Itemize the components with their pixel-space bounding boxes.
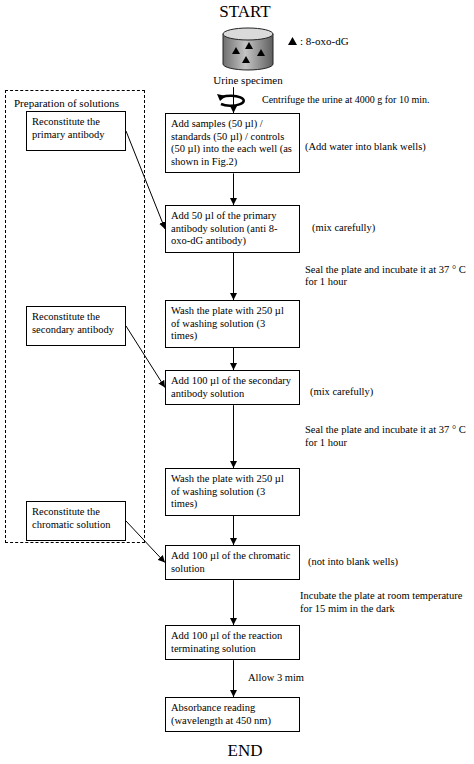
terminal-label: END: [200, 742, 290, 759]
terminal-label: START: [200, 3, 290, 20]
legend-text: : 8-oxo-dG: [300, 35, 349, 47]
node-text: Reconstitute the primary antibody: [32, 116, 120, 141]
flow-arrow: [233, 516, 234, 545]
flow-arrow: [233, 253, 234, 300]
flow-arrow: [126, 131, 165, 229]
group-region: Preparation of solutionsReconstitute the…: [5, 90, 145, 543]
node-text: Wash the plate with 250 µl of washing so…: [171, 305, 294, 343]
node-text: Add 100 µl of the chromatic solution: [171, 550, 294, 575]
process-box: Add 100 µl of the chromatic solution: [165, 545, 300, 580]
side-note: (Add water into blank wells): [305, 141, 426, 154]
process-box: Wash the plate with 250 µl of washing so…: [165, 300, 300, 348]
flow-arrow: [233, 173, 234, 205]
step-instruction: Seal the plate and incubate it at 37 ° C…: [305, 424, 470, 449]
preparation-box: Reconstitute the chromatic solution: [26, 501, 126, 541]
process-box: Add 100 µl of the secondary antibody sol…: [165, 370, 300, 405]
legend-symbol: [288, 37, 297, 45]
node-text: Add 50 µl of the primary antibody soluti…: [171, 210, 294, 248]
node-text: Preparation of solutions: [14, 97, 136, 110]
step-instruction: Seal the plate and incubate it at 37 ° C…: [305, 264, 470, 289]
side-note: (mix carefully): [312, 222, 375, 235]
process-box: Add samples (50 µl) / standards (50 µl) …: [165, 113, 300, 173]
flow-arrow: [233, 405, 234, 468]
step-instruction: Allow 3 mim: [248, 672, 304, 685]
preparation-box: Reconstitute the secondary antibody: [26, 306, 126, 346]
step-instruction: Incubate the plate at room temperature f…: [300, 590, 468, 615]
process-box: Absorbance reading (wavelength at 450 nm…: [165, 697, 300, 732]
node-text: Add 100 µl of the reaction terminating s…: [171, 630, 294, 655]
specimen-container: Urine specimen: [203, 26, 293, 87]
node-text: Add 100 µl of the secondary antibody sol…: [171, 375, 294, 400]
process-box: Wash the plate with 250 µl of washing so…: [165, 468, 300, 516]
flow-arrow: [126, 326, 165, 388]
flow-arrow: [126, 521, 165, 563]
side-note: (not into blank wells): [308, 556, 398, 569]
process-box: Add 100 µl of the reaction terminating s…: [165, 625, 300, 660]
flow-arrow: [233, 348, 234, 370]
urine-container: [220, 26, 276, 72]
legend-item: : 8-oxo-dG: [288, 34, 349, 48]
flow-arrow: [233, 87, 234, 113]
node-text: Reconstitute the secondary antibody: [32, 311, 120, 336]
node-text: Add samples (50 µl) / standards (50 µl) …: [171, 118, 294, 168]
side-note: (mix carefully): [310, 386, 373, 399]
process-box: Add 50 µl of the primary antibody soluti…: [165, 205, 300, 253]
flow-arrow: [233, 660, 234, 697]
node-text: Reconstitute the chromatic solution: [32, 506, 120, 531]
node-text: Absorbance reading (wavelength at 450 nm…: [171, 702, 294, 727]
preparation-box: Reconstitute the primary antibody: [26, 111, 126, 151]
node-text: Urine specimen: [203, 74, 293, 87]
step-instruction: Centrifuge the urine at 4000 g for 10 mi…: [262, 94, 429, 106]
centrifuge-symbol: [212, 91, 252, 111]
node-text: Wash the plate with 250 µl of washing so…: [171, 473, 294, 511]
flow-arrow: [233, 580, 234, 625]
